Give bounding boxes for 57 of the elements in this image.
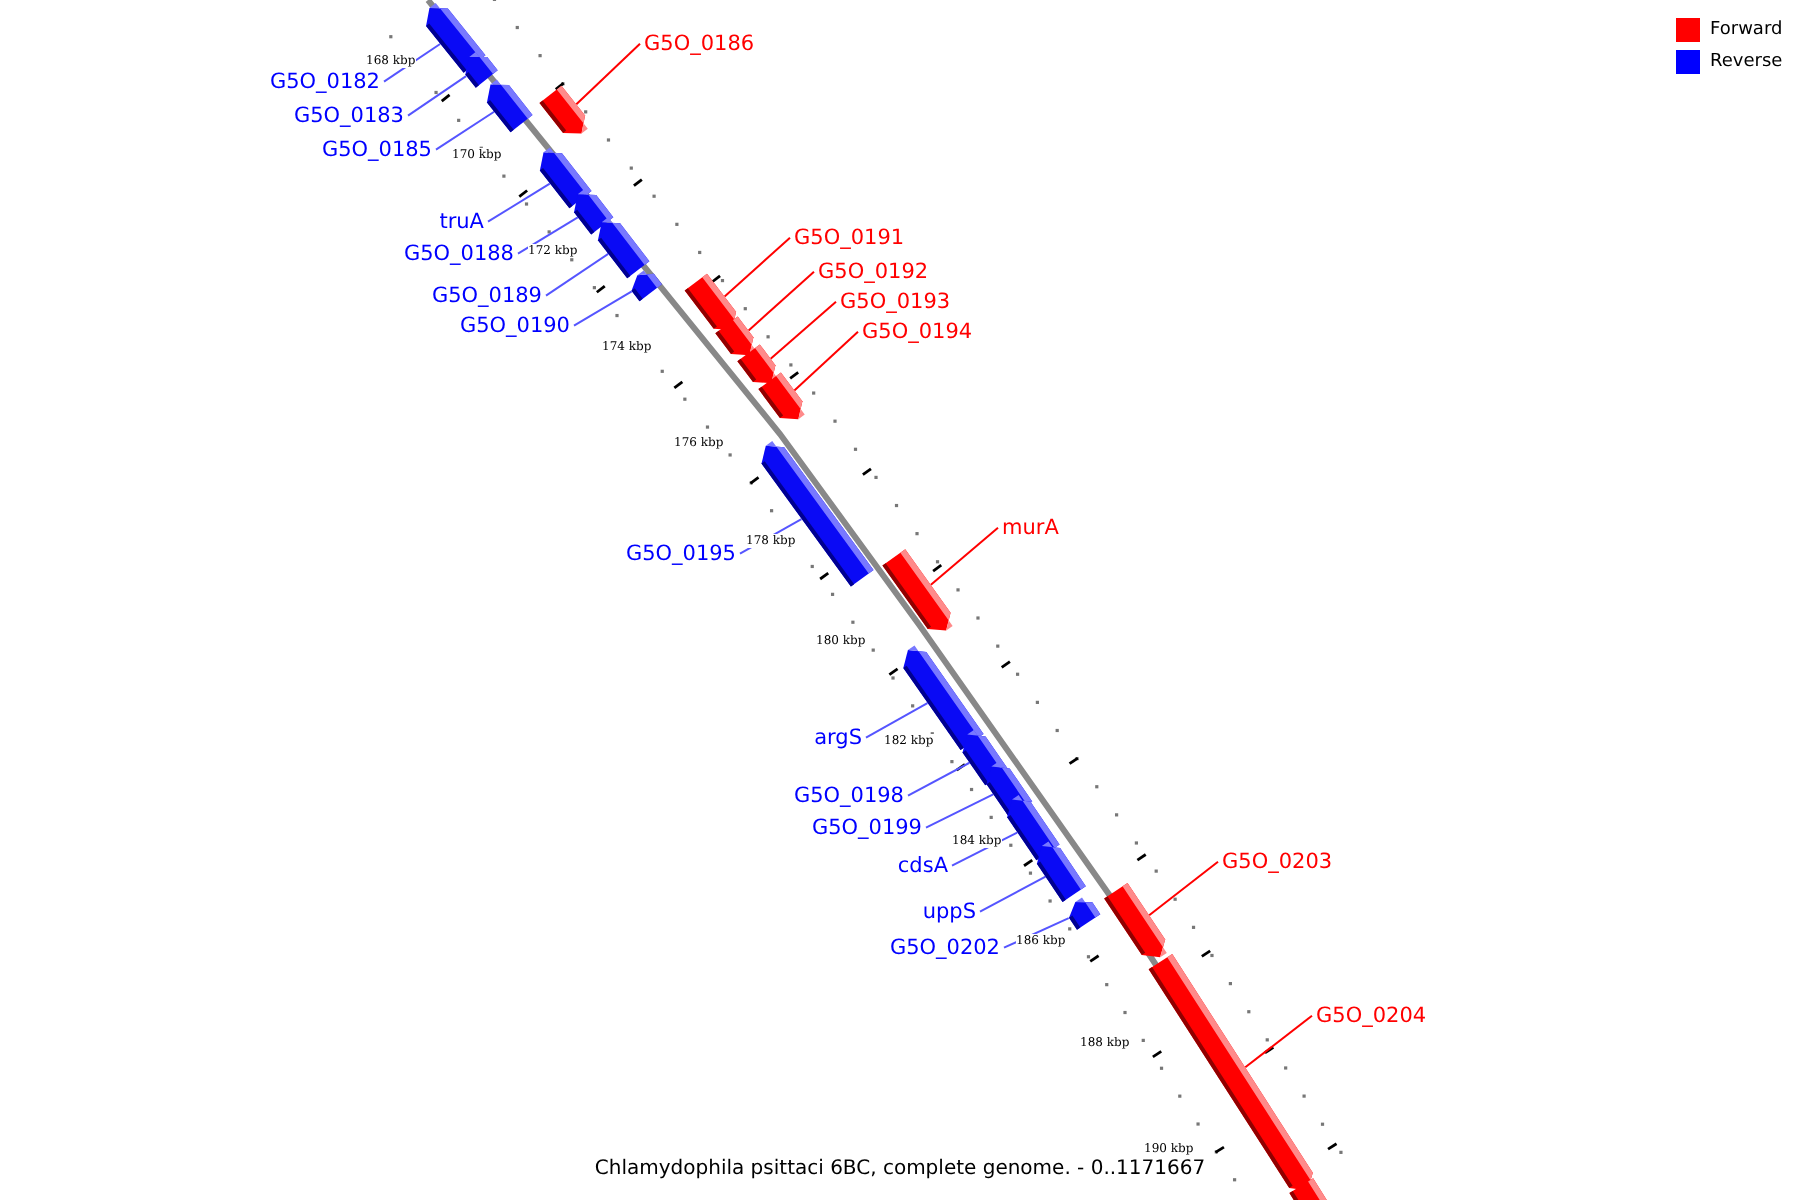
gene-label: G5O_0191 xyxy=(794,226,905,252)
leader-line xyxy=(487,182,551,223)
gene-label: G5O_0192 xyxy=(818,260,929,286)
gene-label: G5O_0194 xyxy=(862,320,973,346)
gene-label: truA xyxy=(439,210,484,236)
gene-label: G5O_0202 xyxy=(889,936,1000,962)
gene-label: G5O_0188 xyxy=(403,242,514,268)
gene-label: G5O_0198 xyxy=(793,784,904,810)
leader-line xyxy=(793,330,859,392)
leader-line xyxy=(723,236,791,298)
gene-label: G5O_0203 xyxy=(1222,850,1333,876)
caption: Chlamydophila psittaci 6BC, complete genome. - 0..1171667 xyxy=(594,1156,1206,1182)
gene-label: uppS xyxy=(922,900,976,926)
gene-bar xyxy=(715,316,756,356)
gene-label: murA xyxy=(1002,516,1059,542)
leader-line xyxy=(517,216,579,255)
leader-line xyxy=(929,526,999,586)
gene-bar xyxy=(486,79,533,133)
gene-bar xyxy=(737,344,778,384)
gene-bar xyxy=(465,52,498,88)
leader-line xyxy=(769,300,837,360)
legend-label: Reverse xyxy=(1710,50,1783,74)
gene-bar xyxy=(539,85,588,134)
gene-label: G5O_0183 xyxy=(293,104,404,130)
gene-bar xyxy=(1104,882,1167,958)
leader-line xyxy=(979,875,1047,913)
gene-label: G5O_0182 xyxy=(269,70,380,96)
leader-line xyxy=(573,290,633,327)
leader-line xyxy=(383,43,442,83)
gene-bar xyxy=(758,372,805,420)
gene-label: argS xyxy=(814,726,862,752)
leader-line xyxy=(435,110,496,151)
gene-bar xyxy=(1069,897,1101,930)
gene-bar xyxy=(684,273,739,330)
leader-line xyxy=(407,75,468,117)
gene-bar xyxy=(882,549,953,631)
gene-label: G5O_0190 xyxy=(459,314,570,340)
gene-bar xyxy=(631,270,662,302)
gene-label: cdsA xyxy=(897,854,948,880)
gene-bar xyxy=(1036,841,1086,902)
leader-line xyxy=(1148,860,1219,917)
gene-label: G5O_0186 xyxy=(644,32,755,58)
leader-line xyxy=(925,793,995,829)
gene-label: G5O_0195 xyxy=(625,542,736,568)
gene-label: G5O_0189 xyxy=(431,284,542,310)
leader-line xyxy=(1244,1014,1313,1069)
leader-line xyxy=(747,270,815,332)
leader-line xyxy=(907,761,971,797)
gene-label: G5O_0199 xyxy=(811,816,922,842)
gene-label: G5O_0204 xyxy=(1316,1004,1427,1030)
gene-label: G5O_0193 xyxy=(840,290,951,316)
gene-label: G5O_0185 xyxy=(321,138,432,164)
legend-label: Forward xyxy=(1710,18,1783,42)
leader-line xyxy=(865,702,929,739)
leader-line xyxy=(545,252,610,297)
gene-bar xyxy=(597,217,650,279)
leader-line xyxy=(575,42,641,106)
